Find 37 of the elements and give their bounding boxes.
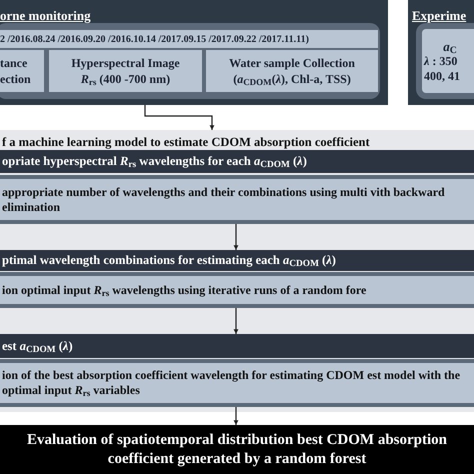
inner-panel	[0, 23, 380, 99]
step-header	[0, 334, 474, 358]
step-box	[0, 359, 474, 407]
node-text: tance ection	[0, 55, 32, 87]
result-box	[0, 425, 474, 474]
node-text: ion optimal input R$_{rs}$ wavelengths using iterative runs of a random fore	[1, 282, 366, 299]
node-text: Water sample Collection (a$_{CDOM}$(λ), Chl-a, TSS)	[228, 55, 356, 87]
node-text: λ : 350	[422, 54, 458, 68]
process-box	[206, 50, 378, 92]
process-box	[49, 50, 202, 92]
node-text: orne monitoring	[0, 7, 91, 25]
process-box	[416, 23, 474, 99]
node-text: Experime	[412, 7, 466, 25]
node-text: f a machine learning model to estimate CDOM absorption coefficient	[2, 134, 370, 151]
node-text: 400, 41	[423, 68, 461, 84]
step-box	[0, 272, 474, 308]
node-text: a$_{C}$	[442, 38, 458, 54]
node-text: 2 /2016.08.24 /2016.09.20 /2016.10.14 /2017.09.15 /2017.09.22 /2017.11.11)	[0, 32, 309, 46]
date-strip	[0, 30, 378, 48]
node-text: ptimal wavelength combinations for estimating each a$_{CDOM}$ (λ)	[1, 252, 336, 270]
panel	[0, 130, 474, 412]
panel	[408, 0, 474, 105]
node-text: ion of the best absorption coefficient wavelength for estimating CDOM est model with the optimal input R$_{rs}$ variables	[1, 368, 462, 398]
arrow	[234, 224, 238, 250]
process-box	[0, 50, 44, 92]
step-header	[0, 250, 474, 271]
step-box	[0, 175, 474, 224]
node-text: Hyperspectral Image R$_{rs}$ (400 -700 nm)	[70, 55, 181, 87]
node-text: Evaluation of spatiotemporal distribution best CDOM absorption coefficient generated by a random forest	[26, 430, 448, 468]
step-header	[0, 150, 474, 173]
node-text: appropriate number of wavelengths and their combinations using multi vith backward elimination	[1, 184, 446, 214]
arrow	[144, 105, 214, 130]
arrow	[234, 407, 238, 425]
node-text: est a$_{CDOM}$ (λ)	[1, 338, 73, 356]
arrow	[234, 308, 238, 334]
node-text: opriate hyperspectral R$_{rs}$ wavelengths for each a$_{CDOM}$ (λ)	[1, 153, 307, 171]
panel	[0, 0, 388, 105]
